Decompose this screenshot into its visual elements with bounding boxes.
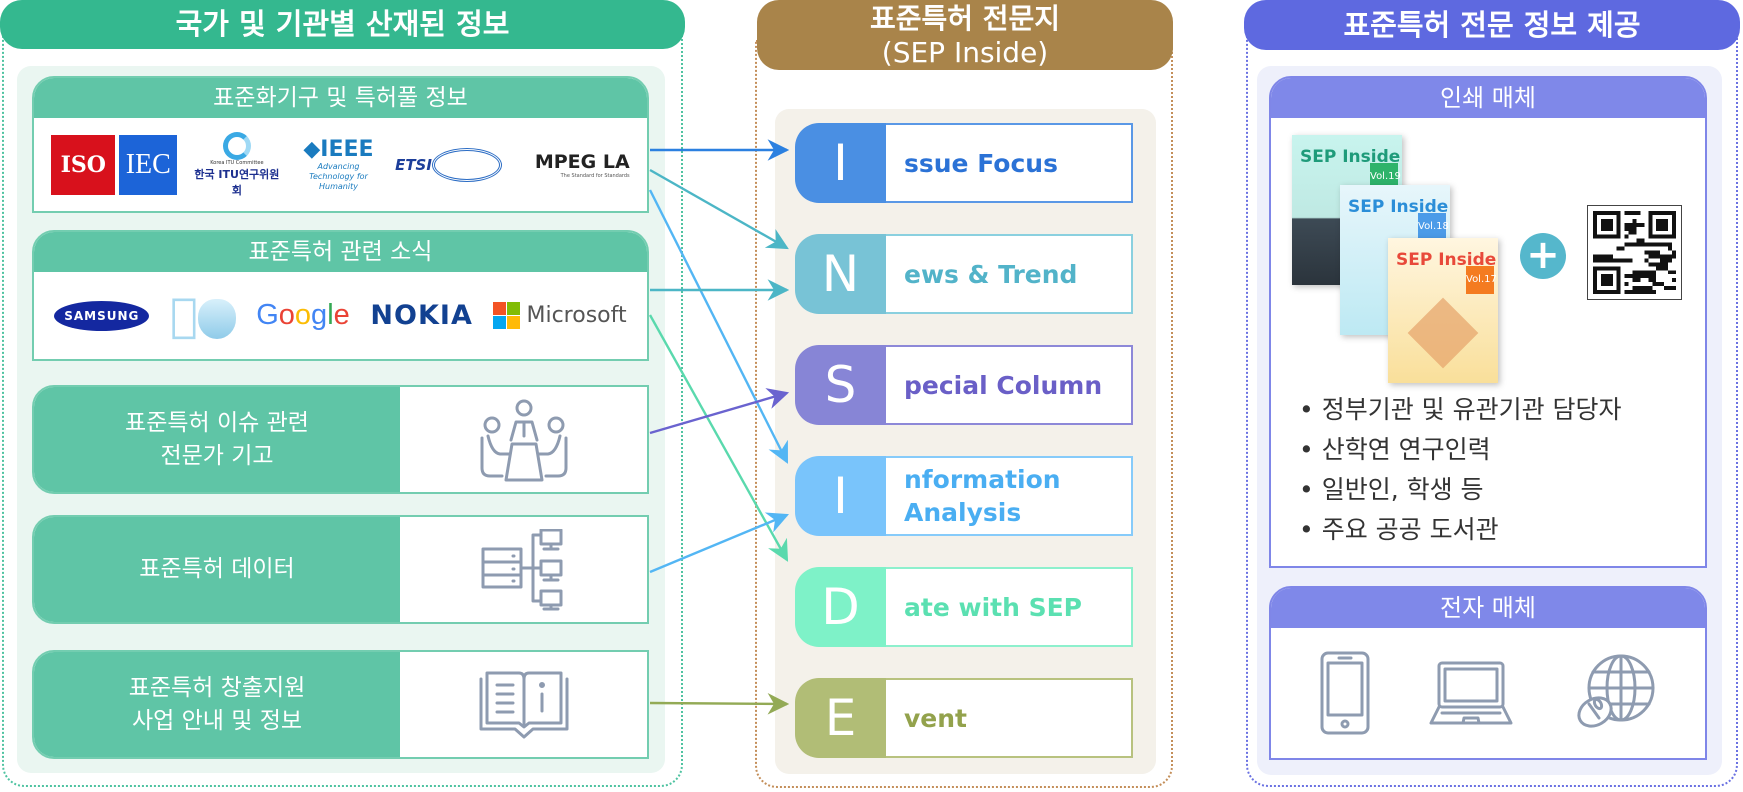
connection-arrow-standards-to-card-3 [648,189,789,464]
card-text: nformation Analysis [886,456,1133,536]
audience-item: 산학연 연구인력 [1299,430,1622,470]
audience-item: 일반인, 학생 등 [1299,470,1622,510]
plus-icon: + [1520,233,1566,279]
connection-arrow-standards-to-card-1 [649,168,789,250]
ieee-name: IEEE [320,137,374,162]
left-section-frame [2,22,683,787]
audience-list: 정부기관 및 유관기관 담당자 산학연 연구인력 일반인, 학생 등 주요 공공… [1299,390,1622,550]
microsoft-logo[interactable]: Microsoft [493,302,627,329]
qr-code-pattern [1593,211,1676,294]
etsi-logo[interactable]: ETSI [395,147,505,182]
smartphone-icon[interactable] [1319,650,1371,736]
digital-media-title: 전자 매체 [1271,588,1705,628]
middle-title-line1: 표준특허 전문지 [869,2,1061,35]
korea-itu-logo[interactable]: Korea ITU Committee 한국 ITU연구위원회 [192,131,282,198]
middle-section-title: 표준특허 전문지 (SEP Inside) [757,0,1173,70]
right-section-frame [1246,24,1738,787]
cover-brand: SEP Inside [1348,197,1449,217]
cover-vol: Vol.17 [1466,266,1497,294]
card-text: ate with SEP [886,567,1133,647]
web-globe-mouse-icon[interactable] [1571,652,1657,734]
sep-data-row[interactable]: 표준특허 데이터 [32,515,649,624]
news-box: 표준특허 관련 소식 SAMSUNG  Google NOKIA Micros… [32,230,649,361]
mpegla-tagline: The Standard for Standards [560,172,630,179]
card-text: ssue Focus [886,123,1133,203]
middle-title-line2: (SEP Inside) [881,36,1049,69]
nokia-logo[interactable]: NOKIA [362,300,471,331]
cover-brand: SEP Inside [1300,147,1401,167]
card-letter: S [795,345,886,425]
news-box-title: 표준특허 관련 소식 [34,232,647,272]
connection-arrow-support-to-card-5 [649,693,790,715]
standards-box-title: 표준화기구 및 특허풀 정보 [34,78,647,118]
expert-contribution-label: 표준특허 이슈 관련 전문가 기고 [34,387,400,492]
info-book-icon [479,671,568,738]
database-network-icon [481,528,562,610]
digital-media-box: 전자 매체 [1269,586,1707,760]
itu-swirl-icon [222,131,251,160]
middle-section-panel [775,109,1156,774]
card-letter: I [795,123,886,203]
ieee-tagline: Advancing Technology for Humanity [309,162,368,191]
laptop-icon[interactable] [1428,657,1514,729]
ieee-diamond-icon: ◆ [303,137,321,162]
expert-contribution-row[interactable]: 표준특허 이슈 관련 전문가 기고 [32,385,649,494]
apple-logo[interactable]:  [170,292,236,339]
card-letter: E [795,678,886,758]
card-text: ews & Trend [886,234,1133,314]
audience-item: 주요 공공 도서관 [1299,510,1622,550]
itu-small-text: Korea ITU Committee [210,159,264,166]
google-logo[interactable]: Google [242,299,350,331]
etsi-name: ETSI [395,155,432,174]
magazine-cover-vol17[interactable]: SEP Inside Vol.17 [1388,238,1498,383]
mpegla-name: MPEG LA [534,150,630,173]
sep-data-label: 표준특허 데이터 [34,517,400,622]
microsoft-name: Microsoft [523,303,626,328]
mpegla-logo[interactable]: MPEG LA The Standard for Standards [520,151,630,179]
qr-code[interactable] [1587,205,1682,300]
samsung-logo[interactable]: SAMSUNG [54,300,150,331]
card-letter: D [795,567,886,647]
iec-logo: IEC [119,134,178,195]
right-section-title: 표준특허 전문 정보 제공 [1244,0,1740,50]
connection-arrow-data-to-card-3 [649,512,789,574]
support-program-label: 표준특허 창출지원 사업 안내 및 정보 [34,652,400,757]
microsoft-squares-icon [493,302,521,329]
etsi-rings-icon [431,147,502,182]
support-program-row[interactable]: 표준특허 창출지원 사업 안내 및 정보 [32,650,649,759]
audience-item: 정부기관 및 유관기관 담당자 [1299,390,1622,430]
cover-vol: Vol.18 [1418,213,1449,241]
connection-arrow-news-to-card-4 [648,314,789,562]
card-text: pecial Column [886,345,1133,425]
card-letter: I [795,456,886,536]
middle-section-frame [755,40,1173,788]
meeting-icon [480,399,567,481]
itu-name: 한국 ITU연구위원회 [194,167,280,197]
left-section-title: 국가 및 기관별 산재된 정보 [0,0,685,49]
ieee-logo[interactable]: ◆IEEE Advancing Technology for Humanity [296,137,380,192]
card-letter: N [795,234,886,314]
cover-brand: SEP Inside [1396,250,1497,270]
standards-box: 표준화기구 및 특허풀 정보 ISO IEC Korea ITU Committ… [32,76,649,213]
connection-arrow-expert-to-card-2 [649,388,790,435]
card-text: vent [886,678,1133,758]
iso-iec-logo[interactable]: ISO IEC [51,134,178,195]
iso-logo: ISO [51,134,116,195]
print-media-title: 인쇄 매체 [1271,78,1705,118]
